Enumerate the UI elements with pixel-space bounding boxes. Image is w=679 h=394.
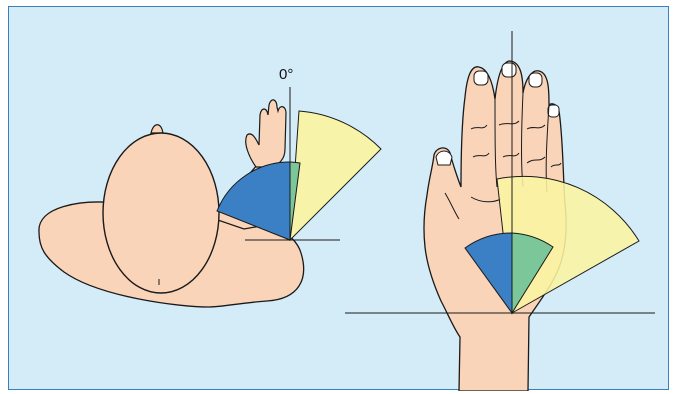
middle-nail xyxy=(502,63,516,77)
figure-frame: 0° xyxy=(8,6,669,390)
little-nail xyxy=(548,105,559,117)
left-small-hand xyxy=(246,100,286,167)
left-angle-sectors xyxy=(217,111,381,240)
thumb-nail xyxy=(436,151,452,165)
zero-degree-label: 0° xyxy=(279,66,293,83)
ring-nail xyxy=(529,73,542,87)
nose-shape xyxy=(151,125,163,133)
wrist-range-of-motion-diagram: 0° xyxy=(9,7,670,391)
index-nail xyxy=(474,71,488,85)
left-yellow-sector xyxy=(290,111,381,240)
head-shape xyxy=(103,133,219,293)
